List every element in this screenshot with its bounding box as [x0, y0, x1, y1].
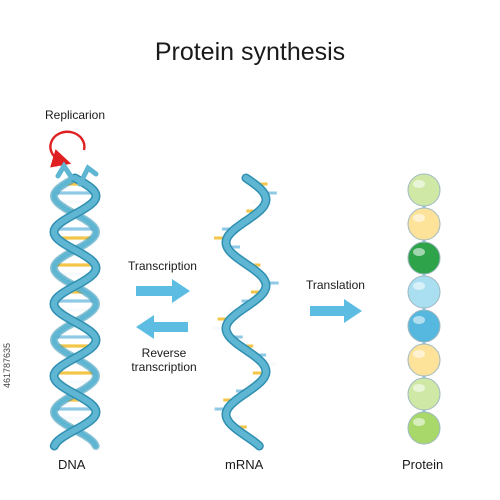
dna-double-helix — [49, 161, 101, 451]
amino-acid-highlight — [413, 248, 425, 256]
amino-acid-bead-1 — [407, 173, 441, 207]
mrna-label: mRNA — [225, 457, 264, 472]
dna-strand-back-fill — [51, 175, 99, 449]
amino-acid-highlight — [413, 350, 425, 358]
amino-acid-bead-2 — [407, 207, 441, 241]
dna-strand-front-fill — [50, 175, 100, 449]
amino-acid-highlight — [413, 180, 425, 188]
amino-acid-highlight — [413, 418, 425, 426]
amino-acid-highlight — [413, 214, 425, 222]
amino-acid-highlight — [413, 384, 425, 392]
mrna-strand — [213, 173, 279, 451]
reverse-transcription-label: Reverse transcription — [118, 346, 210, 374]
replication-arrow-icon — [49, 130, 86, 168]
protein-label: Protein — [402, 457, 444, 472]
reverse-label-line2: transcription — [131, 360, 197, 374]
translation-label: Translation — [306, 278, 365, 292]
reverse-transcription-arrow-icon — [136, 315, 188, 339]
transcription-label: Transcription — [128, 259, 197, 273]
amino-acid-highlight — [413, 316, 425, 324]
page-title: Protein synthesis — [154, 38, 346, 66]
amino-acid-bead-3 — [407, 241, 441, 275]
reverse-label-line1: Reverse — [141, 346, 187, 360]
replication-label: Replicarion — [45, 108, 106, 122]
protein-chain — [407, 173, 441, 445]
dna-label: DNA — [58, 457, 86, 472]
translation-arrow-icon — [310, 299, 362, 323]
amino-acid-bead-7 — [407, 377, 441, 411]
transcription-arrow-icon — [136, 279, 190, 303]
dna-fork-left — [55, 161, 75, 181]
amino-acid-bead-5 — [407, 309, 441, 343]
amino-acid-bead-4 — [407, 275, 441, 309]
amino-acid-bead-8 — [407, 411, 441, 445]
mrna-backbone-fill — [222, 175, 270, 449]
dna-fork-right — [77, 164, 99, 187]
amino-acid-bead-6 — [407, 343, 441, 377]
amino-acid-highlight — [413, 282, 425, 290]
